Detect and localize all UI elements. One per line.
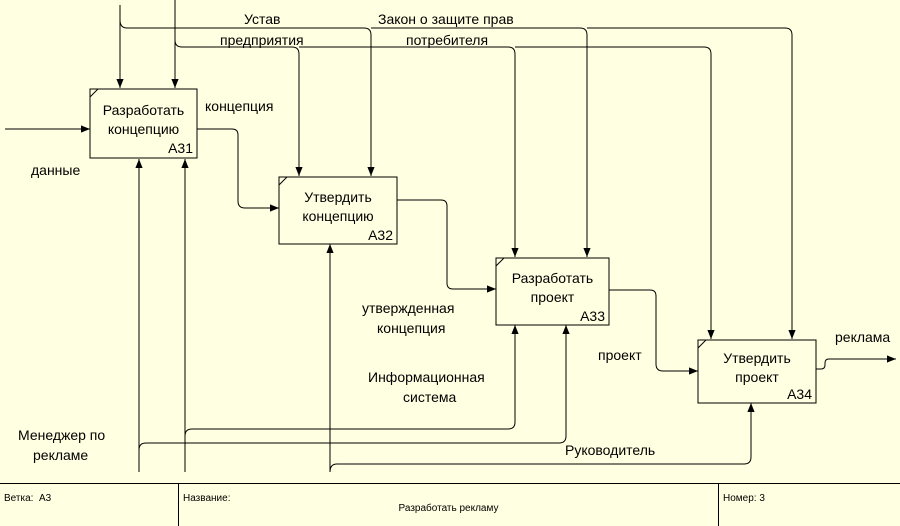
label-rukovoditel: Руководитель <box>565 442 655 458</box>
box-number: A31 <box>168 140 193 156</box>
arrow-menedzher-a33[interactable] <box>138 325 570 451</box>
label-menedzher-line1: Менеджер по <box>18 427 105 443</box>
box-title-line1: Утвердить <box>723 350 791 366</box>
footer-name-cell: Название: Разработать рекламу <box>179 484 719 526</box>
branch-value: A3 <box>38 493 52 504</box>
activity-box-a33[interactable]: Разработать проект A33 <box>495 257 610 326</box>
idef0-diagram: Разработать концепцию A31 Утвердить конц… <box>5 0 896 473</box>
label-zakon-line1: Закон о защите прав <box>378 11 514 27</box>
box-number: A33 <box>580 308 605 324</box>
box-title-line2: проект <box>531 289 575 305</box>
arrow-ustav-a33[interactable] <box>299 46 519 257</box>
label-ustav-line2: предприятия <box>220 32 304 48</box>
box-title-line1: Утвердить <box>304 189 372 205</box>
diagram-footer: Ветка: A3 Название: Разработать рекламу … <box>0 483 900 526</box>
arrow-reklama[interactable] <box>816 355 896 370</box>
label-dannye: данные <box>31 162 80 178</box>
arrow-ustav-a32[interactable] <box>174 39 303 176</box>
number-label: Номер: <box>723 493 757 504</box>
box-title-line2: концепцию <box>108 121 179 137</box>
arrow-proekt[interactable] <box>609 289 698 375</box>
label-koncepcia: концепция <box>205 98 273 114</box>
label-proekt: проект <box>598 347 642 363</box>
arrow-zakon-a34[interactable] <box>587 27 796 339</box>
arrow-rukovoditel-a34[interactable] <box>329 403 755 473</box>
arrow-zakon-a33[interactable] <box>371 27 591 257</box>
box-number: A32 <box>368 227 393 243</box>
label-ustav-line1: Устав <box>244 11 280 27</box>
arrow-zakon-a32[interactable] <box>119 19 375 176</box>
label-zakon-line2: потребителя <box>406 32 488 48</box>
label-info-line1: Информационная <box>368 369 485 385</box>
activity-box-a31[interactable]: Разработать концепцию A31 <box>89 88 198 159</box>
activity-box-a34[interactable]: Утвердить проект A34 <box>697 339 817 404</box>
label-menedzher-line2: рекламе <box>33 447 88 463</box>
footer-number-cell: Номер: 3 <box>719 484 900 526</box>
label-utv-koncepcia-line1: утвержденная <box>362 300 454 316</box>
activity-box-a32[interactable]: Утвердить концепцию A32 <box>278 176 398 245</box>
name-label: Название: <box>183 493 231 504</box>
box-title-line2: концепцию <box>302 208 373 224</box>
arrow-info-a33[interactable] <box>184 325 519 437</box>
branch-label: Ветка: <box>4 493 34 504</box>
diagram-name: Разработать рекламу <box>398 503 499 514</box>
footer-branch-cell: Ветка: A3 <box>0 484 179 526</box>
box-number: A34 <box>787 386 812 402</box>
label-reklama: реклама <box>835 329 890 345</box>
label-info-line2: система <box>403 389 456 405</box>
label-utv-koncepcia-line2: концепция <box>377 320 445 336</box>
number-value: 3 <box>759 493 765 504</box>
box-title-line1: Разработать <box>512 270 593 286</box>
box-title-line1: Разработать <box>103 102 184 118</box>
arrow-utv-koncepcia[interactable] <box>397 199 496 293</box>
arrow-koncepcia[interactable] <box>197 128 279 212</box>
arrow-ustav-a34[interactable] <box>515 46 715 339</box>
box-title-line2: проект <box>735 369 779 385</box>
